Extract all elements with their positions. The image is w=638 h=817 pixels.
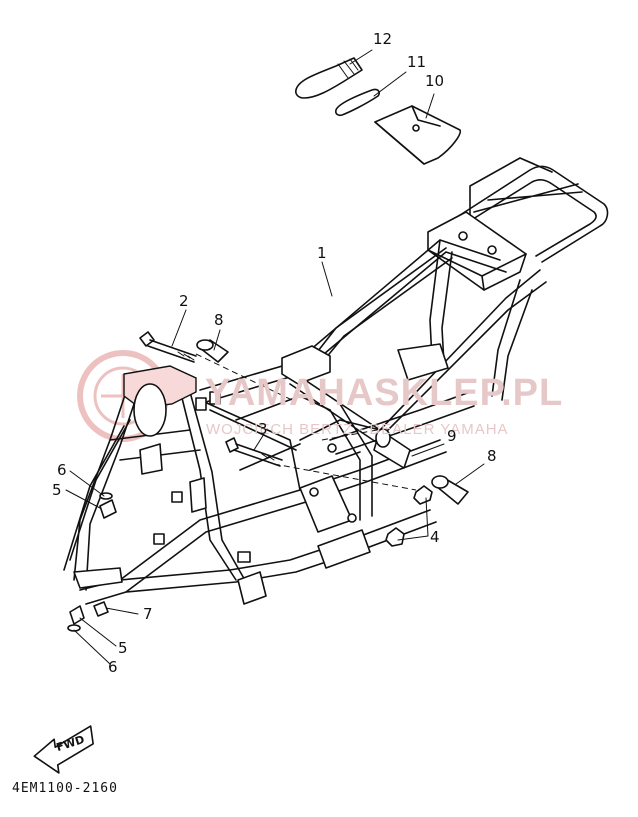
part-6-washer-lower (67, 624, 81, 632)
callout-6-upper: 6 (57, 461, 67, 479)
callout-1: 1 (317, 244, 327, 262)
watermark-title: YAMAHASKLEP.PL (205, 372, 564, 414)
part-5-grommet-lower (69, 605, 85, 625)
callout-8-right: 8 (487, 447, 497, 465)
callout-9: 9 (447, 427, 457, 445)
callout-7: 7 (143, 605, 153, 623)
fwd-arrow-icon (33, 725, 94, 774)
part-8-sleeve-right (431, 475, 469, 505)
callout-12: 12 (373, 30, 393, 48)
callout-2: 2 (179, 292, 189, 310)
bolt-axis-2 (195, 353, 293, 401)
callout-5-lower: 5 (118, 639, 128, 657)
callout-11: 11 (407, 53, 427, 71)
part-4-nut-lower (385, 527, 405, 547)
bolt-axis-3 (273, 463, 417, 491)
part-11-strip (335, 88, 380, 117)
part-6-washer-upper (99, 492, 113, 500)
diagram-code: 4EM1100-2160 (12, 781, 118, 796)
part-7-bolt (93, 601, 109, 617)
part-2-bolt (139, 331, 197, 363)
bolt-axis-9 (321, 427, 389, 441)
frame-body (63, 157, 609, 605)
part-12-strap (295, 57, 363, 99)
part-8-sleeve-upper (196, 339, 229, 363)
part-5-grommet-upper (99, 499, 117, 519)
leader-lines (65, 49, 485, 665)
watermark-subtitle: WOJCIECH BERTZ - DEALER YAMAHA (206, 421, 509, 438)
callout-8-upper: 8 (214, 311, 224, 329)
callout-6-lower: 6 (108, 658, 118, 676)
callout-4: 4 (430, 528, 440, 546)
callout-10: 10 (425, 72, 445, 90)
part-9-collar (373, 428, 411, 469)
part-3-bolt (225, 437, 283, 467)
callout-3: 3 (258, 420, 268, 438)
callout-5-upper: 5 (52, 481, 62, 499)
part-10-pouch (374, 105, 461, 165)
part-4-nut-upper (413, 485, 433, 505)
